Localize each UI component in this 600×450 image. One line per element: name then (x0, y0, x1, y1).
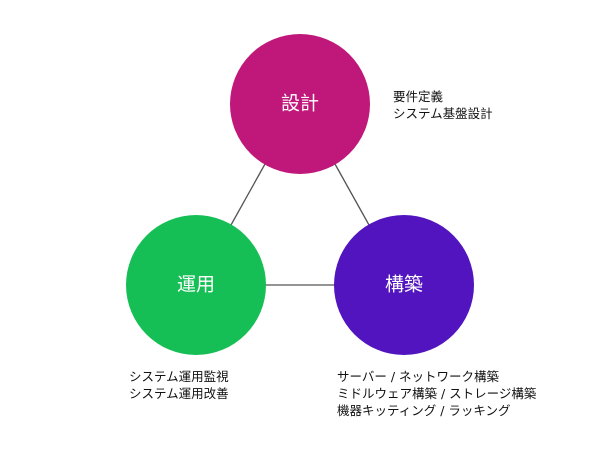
design-note-item: システム基盤設計 (393, 106, 493, 121)
node-operate: 運用 (126, 215, 266, 355)
node-build-label: 構築 (385, 274, 423, 296)
design-note-item: 要件定義 (393, 89, 444, 104)
operate-note-item: システム運用改善 (129, 386, 229, 401)
node-design: 設計 (230, 34, 370, 174)
connector-design-operate (230, 163, 266, 226)
design-notes: 要件定義 システム基盤設計 (393, 88, 493, 122)
build-note-item: ミドルウェア構築 / ストレージ構築 (337, 386, 537, 401)
node-design-circle (230, 34, 370, 174)
node-operate-label: 運用 (177, 274, 215, 296)
connector-design-build (334, 163, 370, 226)
operate-note-item: システム運用監視 (129, 369, 229, 384)
node-operate-circle (126, 215, 266, 355)
build-note-item: サーバー / ネットワーク構築 (337, 369, 500, 384)
build-notes: サーバー / ネットワーク構築 ミドルウェア構築 / ストレージ構築 機器キッテ… (337, 368, 536, 419)
operate-notes: システム運用監視 システム運用改善 (129, 368, 229, 402)
node-build-circle (334, 215, 474, 355)
node-design-label: 設計 (281, 93, 319, 115)
node-build: 構築 (334, 215, 474, 355)
build-note-item: 機器キッティング / ラッキング (337, 403, 511, 418)
